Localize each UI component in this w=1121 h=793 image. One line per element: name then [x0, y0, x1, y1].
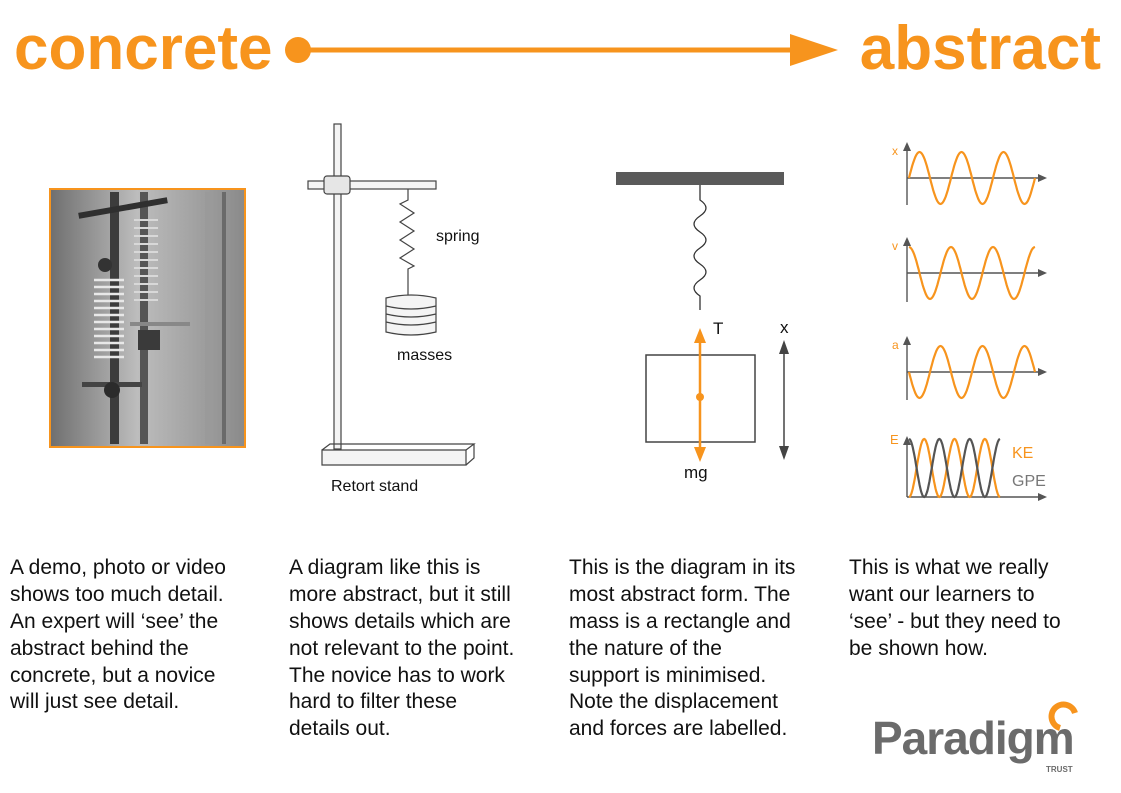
description-graphs: This is what we really want our learners… — [849, 556, 1061, 660]
abstract-title: abstract — [859, 14, 1101, 83]
abstract-spring-mass-diagram — [616, 172, 789, 462]
paradigm-logo-mark — [1048, 701, 1078, 731]
weight-label: mg — [684, 463, 708, 482]
graph-v-label: v — [892, 239, 898, 253]
velocity-graph — [903, 237, 1047, 302]
displacement-label: x — [780, 318, 789, 337]
retort-stand-diagram — [307, 123, 476, 466]
ke-label: KE — [1012, 445, 1033, 462]
masses-label: masses — [397, 347, 452, 364]
energy-graph — [903, 436, 1047, 501]
description-photo: A demo, photo or video shows too much de… — [10, 556, 226, 714]
concrete-title: concrete — [14, 14, 273, 83]
displacement-graph — [903, 142, 1047, 206]
gpe-label: GPE — [1012, 473, 1046, 490]
paradigm-logo-subtext: TRUST — [1046, 765, 1073, 774]
tension-label: T — [713, 319, 723, 338]
retort-stand-photo — [49, 188, 246, 448]
spring-label: spring — [436, 228, 480, 245]
graph-x-label: x — [892, 144, 898, 158]
acceleration-graph — [903, 336, 1047, 400]
description-abstract: This is the diagram in its most abstract… — [569, 556, 796, 741]
retort-stand-label: Retort stand — [331, 478, 418, 495]
spectrum-arrow — [285, 34, 838, 66]
paradigm-logo-text: Paradigm — [872, 712, 1075, 764]
graph-e-label: E — [890, 432, 899, 447]
graph-a-label: a — [892, 338, 899, 352]
description-stand: A diagram like this is more abstract, bu… — [289, 556, 515, 741]
